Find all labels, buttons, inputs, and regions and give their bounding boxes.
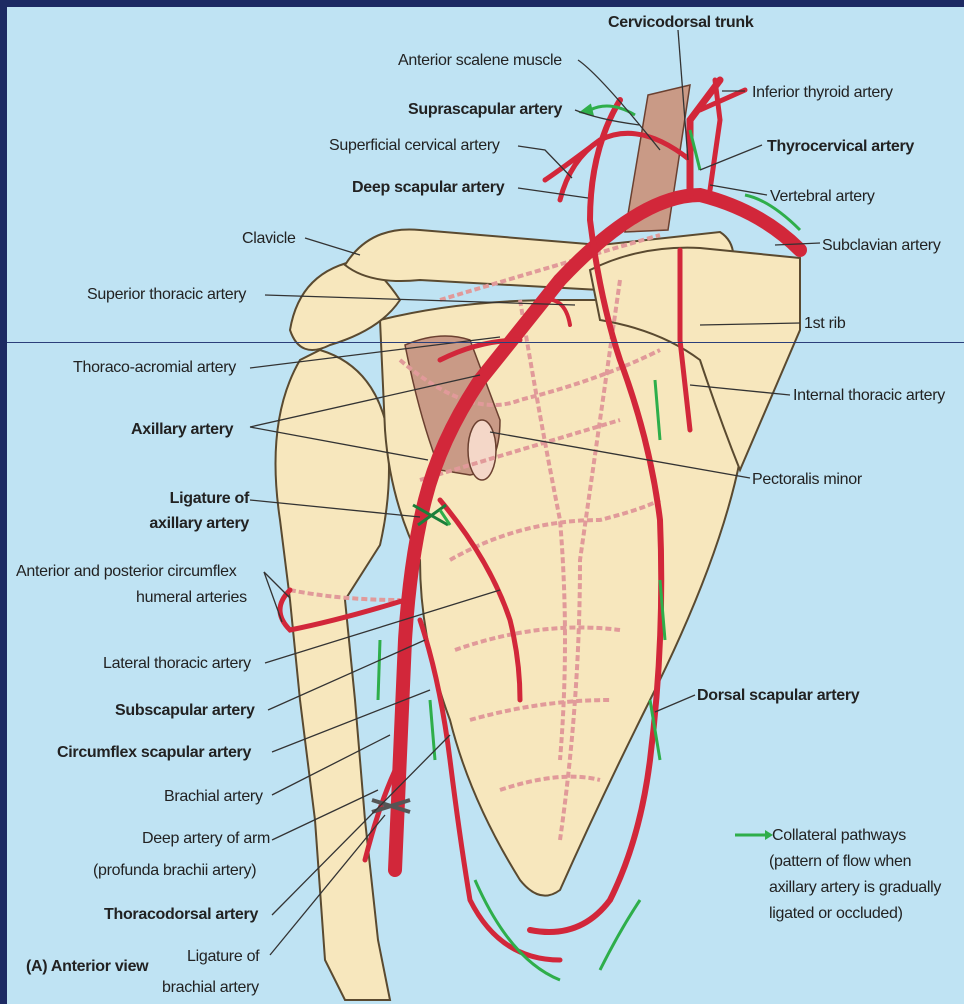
first-rib-label: 1st rib	[804, 314, 845, 333]
internal-thoracic-label: Internal thoracic artery	[793, 386, 945, 405]
ligature-brachial-label-2: brachial artery	[162, 978, 259, 997]
circumflex-humeral-label-1: Anterior and posterior circumflex	[16, 562, 236, 581]
view-caption: (A) Anterior view	[26, 957, 148, 976]
legend-line-3: axillary artery is gradually	[769, 878, 941, 897]
legend-line-2: (pattern of flow when	[769, 852, 911, 871]
thoraco-acromial-label: Thoraco-acromial artery	[73, 358, 236, 377]
thoracodorsal-label: Thoracodorsal artery	[104, 905, 258, 924]
deep-scapular-label: Deep scapular artery	[352, 178, 504, 197]
subscapular-label: Subscapular artery	[115, 701, 255, 720]
ligature-brachial-label-1: Ligature of	[187, 947, 259, 966]
thyrocervical-label: Thyrocervical artery	[767, 137, 914, 156]
frame-top-border	[0, 0, 964, 7]
vertebral-label: Vertebral artery	[770, 187, 875, 206]
ligature-axillary-label-2: axillary artery	[135, 514, 249, 533]
cervicodorsal-trunk-label: Cervicodorsal trunk	[608, 13, 753, 32]
suprascapular-label: Suprascapular artery	[408, 100, 562, 119]
legend-line-4: ligated or occluded)	[769, 904, 903, 923]
deep-arm-label-2: (profunda brachii artery)	[93, 861, 256, 880]
superficial-cervical-label: Superficial cervical artery	[329, 136, 500, 155]
pectoralis-minor-cut	[468, 420, 496, 480]
axillary-label: Axillary artery	[131, 420, 233, 439]
dorsal-scapular-label: Dorsal scapular artery	[697, 686, 859, 705]
anterior-scalene-label: Anterior scalene muscle	[398, 51, 562, 70]
clavicle-label: Clavicle	[242, 229, 296, 248]
divider-line	[0, 342, 964, 343]
humerus-bone	[276, 350, 391, 1000]
brachial-label: Brachial artery	[164, 787, 263, 806]
subclavian-label: Subclavian artery	[822, 236, 941, 255]
circumflex-scapular-label: Circumflex scapular artery	[57, 743, 251, 762]
inferior-thyroid-label: Inferior thyroid artery	[752, 83, 893, 102]
frame-left-border	[0, 0, 7, 1004]
pectoralis-minor-label: Pectoralis minor	[752, 470, 862, 489]
legend-line-1: Collateral pathways	[772, 826, 906, 845]
lateral-thoracic-label: Lateral thoracic artery	[103, 654, 251, 673]
ligature-axillary-label-1: Ligature of	[145, 489, 249, 508]
circumflex-humeral-label-2: humeral arteries	[136, 588, 247, 607]
superior-thoracic-label: Superior thoracic artery	[87, 285, 246, 304]
deep-arm-label-1: Deep artery of arm	[110, 829, 270, 848]
